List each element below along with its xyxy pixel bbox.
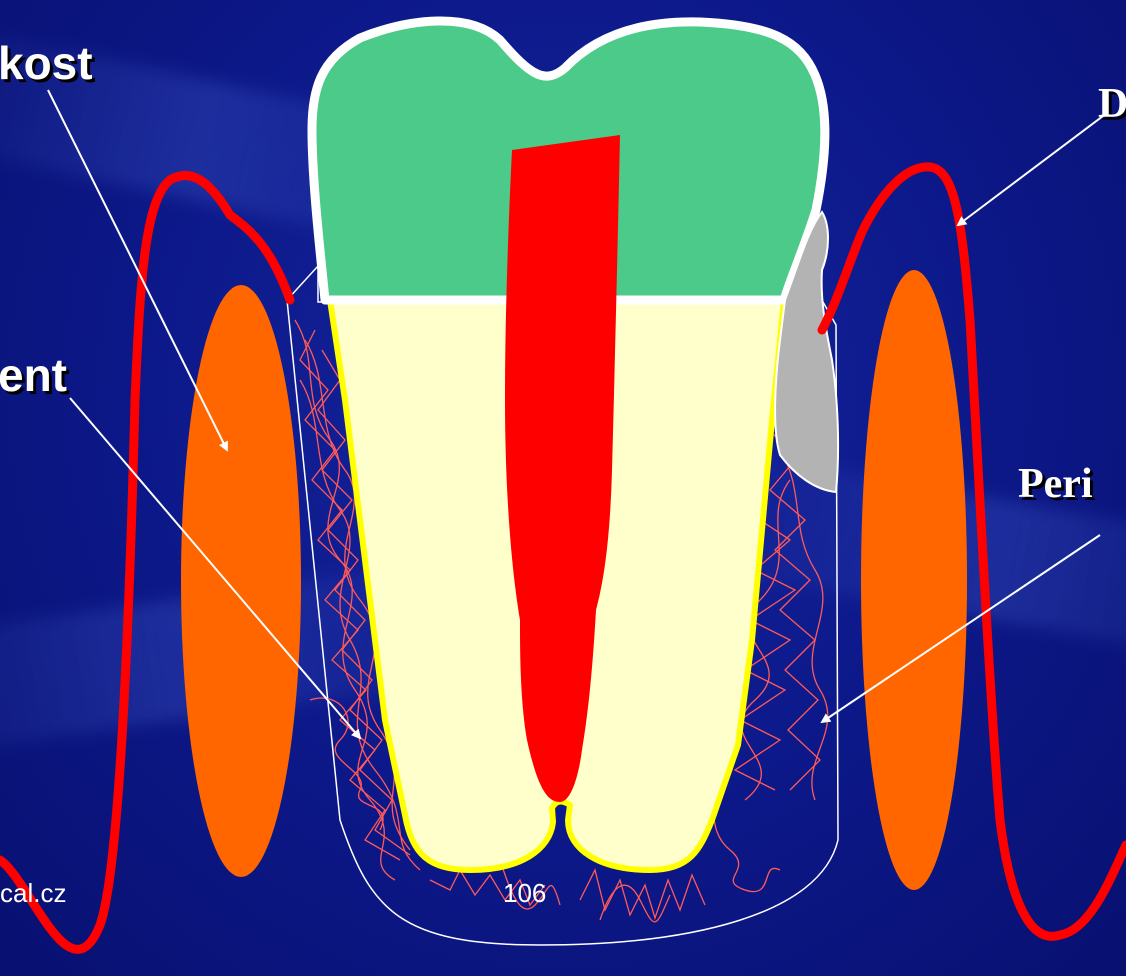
page-number: 106 xyxy=(503,878,546,909)
alveolar-bone-left xyxy=(181,285,301,877)
label-gingiva: D xyxy=(1098,80,1126,128)
arrow-gingiva xyxy=(958,110,1111,225)
label-cement: ent xyxy=(0,348,67,402)
label-bone: kost xyxy=(0,36,93,90)
alveolar-bone-right xyxy=(861,270,967,890)
footer-source: cal.cz xyxy=(0,878,66,909)
label-periodontium: Peri xyxy=(1018,460,1093,508)
